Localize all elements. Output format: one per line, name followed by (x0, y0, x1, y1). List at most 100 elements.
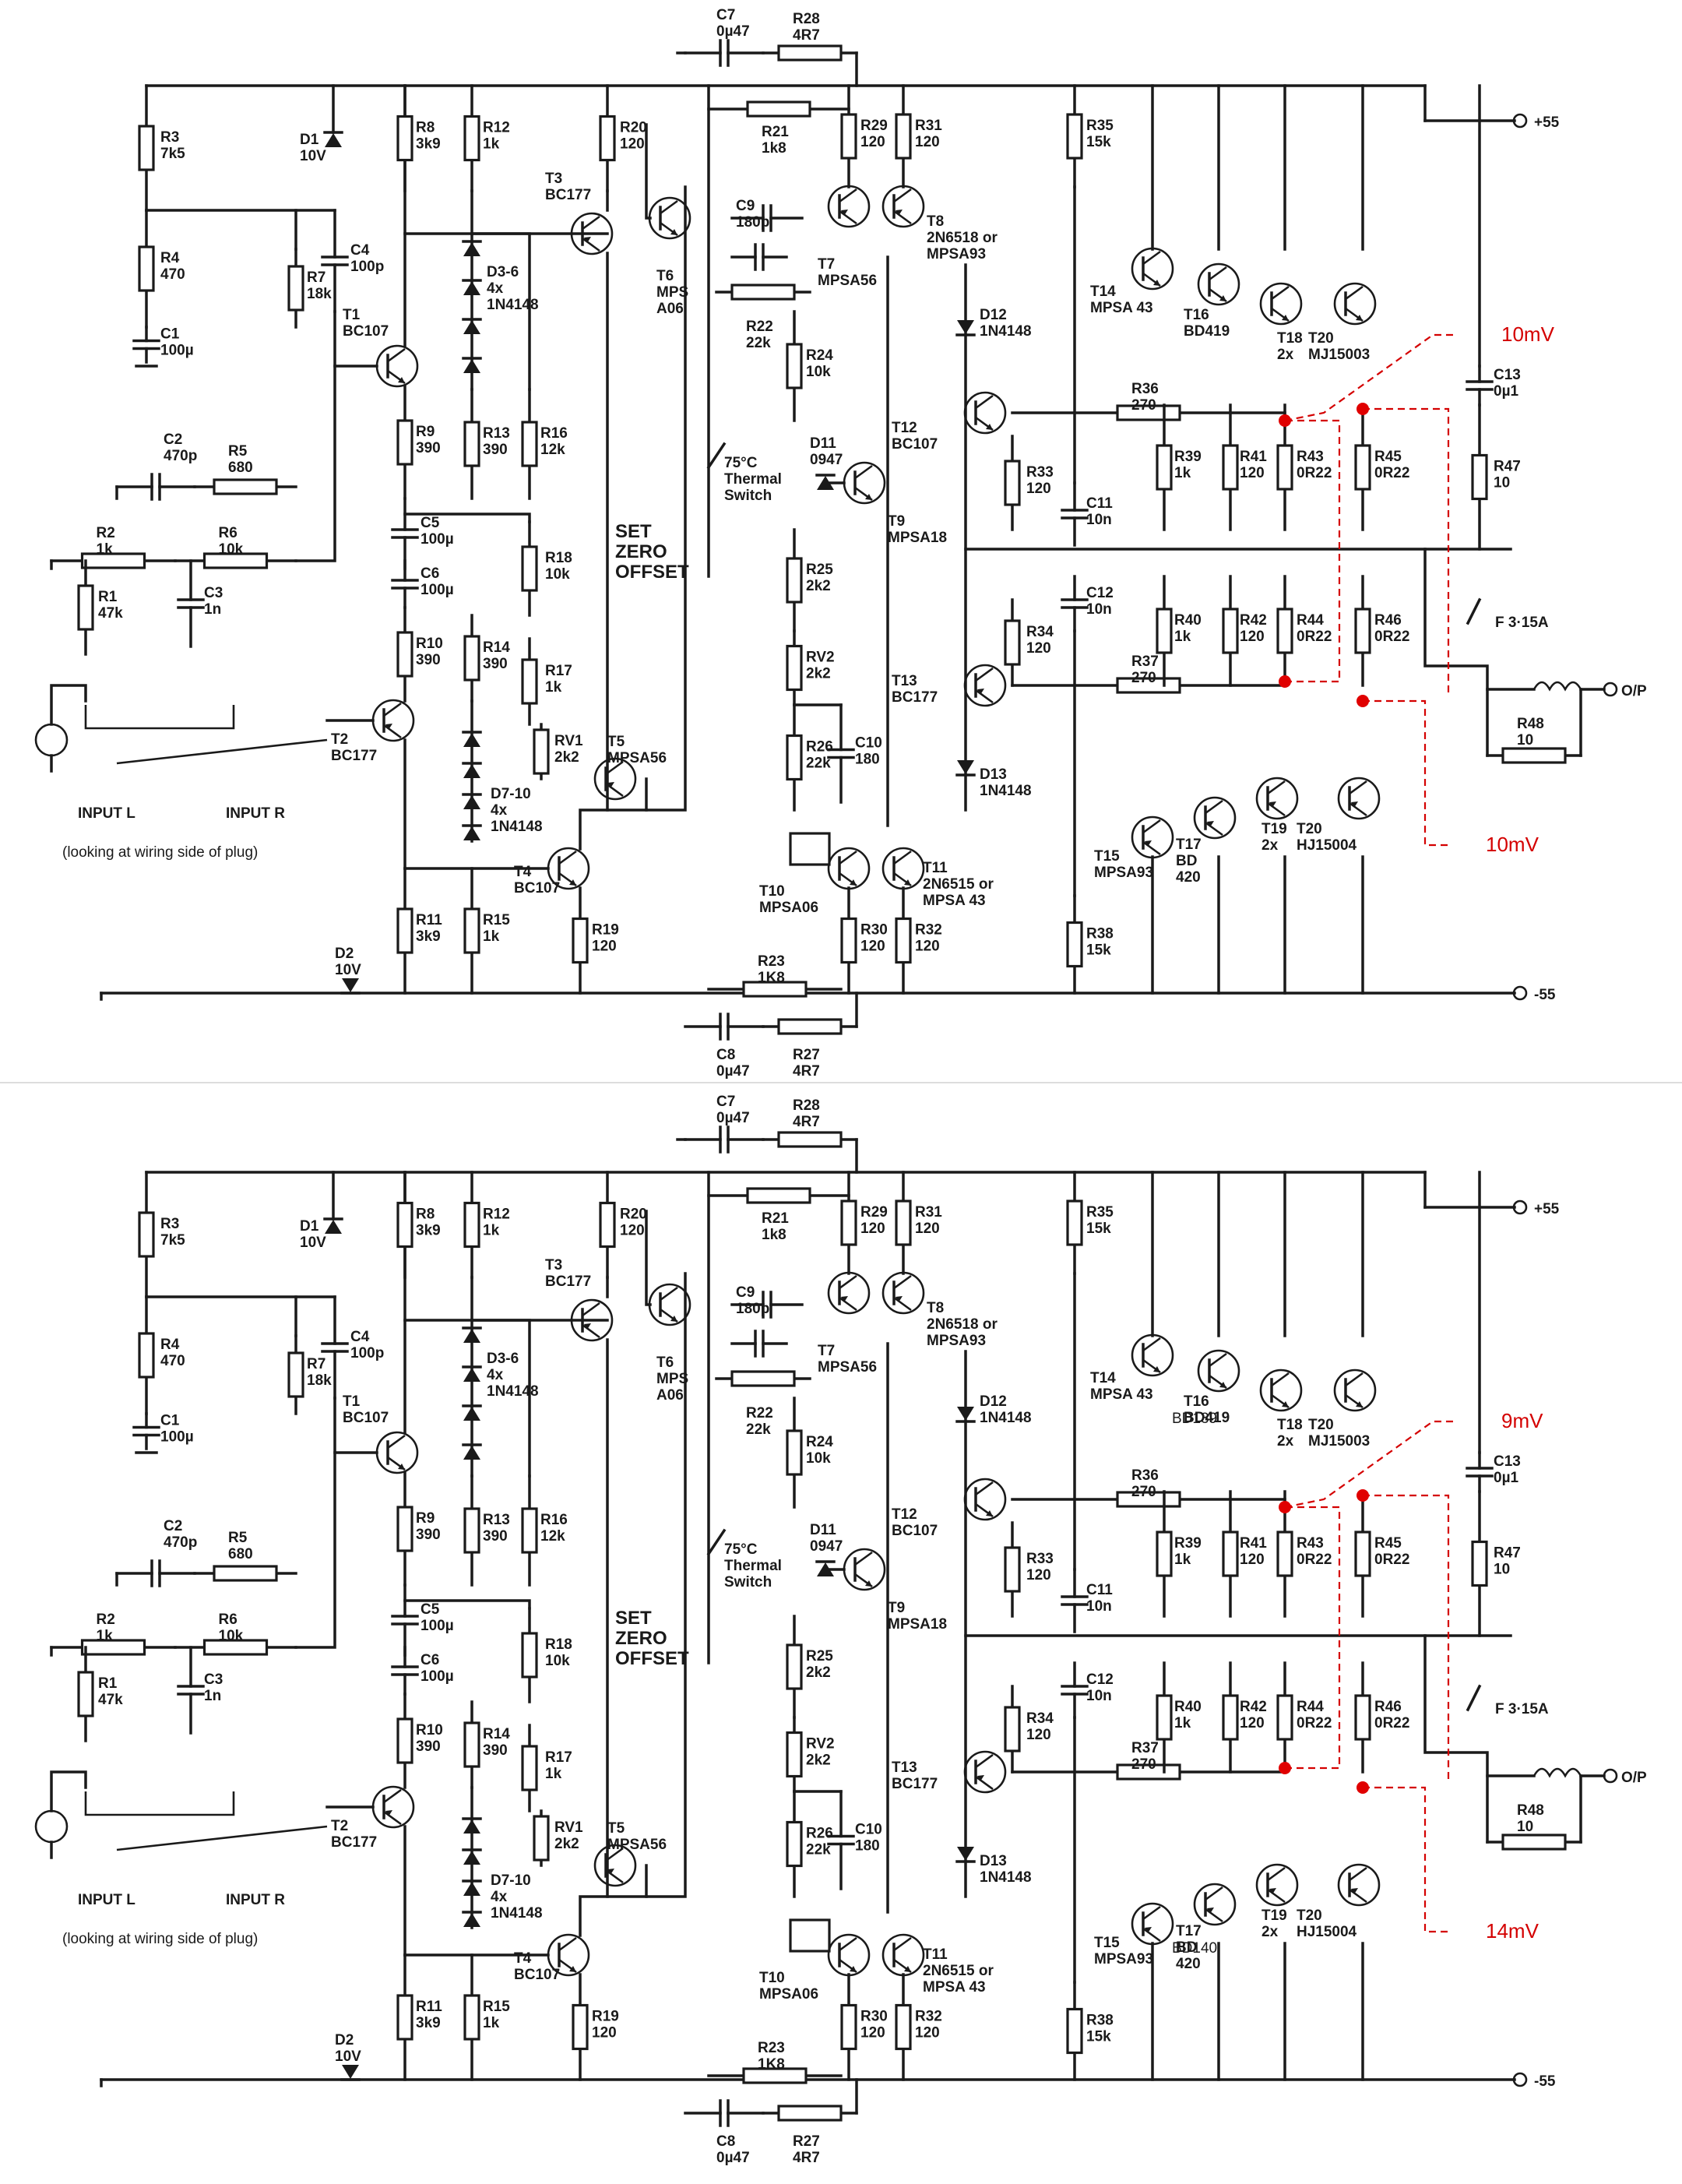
resistor-r7 (287, 265, 304, 312)
resistor-r9 (396, 419, 413, 466)
resistor-r44 (1276, 608, 1293, 654)
resistor-r32 (895, 917, 912, 964)
transistor-t17 (1193, 796, 1237, 840)
input-jack[interactable] (34, 723, 69, 757)
thermal-switch (706, 442, 727, 470)
resistor-r45 (1354, 1531, 1371, 1577)
measurement-top-label: 10mV (1501, 322, 1555, 346)
transistor-t11 (881, 847, 925, 890)
resistor-r33 (1004, 1546, 1021, 1593)
din-plug (84, 1791, 235, 1816)
output-label: O/P (1621, 1770, 1647, 1786)
t16-replacement-note: BD139 (1172, 1411, 1217, 1427)
resistor-rv1 (533, 728, 550, 775)
wiring-note: (looking at wiring side of plug) (62, 844, 258, 861)
resistor-r25 (786, 557, 803, 604)
fuse-label: F 3·15A (1495, 1701, 1549, 1717)
transistor-t9 (843, 461, 886, 505)
resistor-r34 (1004, 1706, 1021, 1752)
input-jack[interactable] (34, 1809, 69, 1844)
positive-rail-label: +55 (1534, 1201, 1560, 1217)
resistor-r3 (138, 125, 155, 171)
transistor-t3 (570, 212, 614, 255)
resistor-r8 (396, 1201, 413, 1249)
negative-rail-label: -55 (1534, 987, 1556, 1003)
fuse-f1[interactable] (1466, 1684, 1482, 1712)
fuse-f1[interactable] (1466, 597, 1482, 625)
resistor-rv2 (786, 1731, 803, 1778)
input-left-label: INPUT L (78, 805, 135, 822)
resistor-r42 (1222, 1694, 1239, 1741)
zener-d1 (325, 1220, 342, 1234)
resistor-r25 (786, 1643, 803, 1690)
resistor-r6 (202, 1639, 269, 1656)
transistor-t9 (843, 1548, 886, 1591)
resistor-r46 (1354, 1694, 1371, 1741)
resistor-r13 (463, 1507, 480, 1554)
resistor-r6 (202, 552, 269, 569)
measurement-point-4 (1357, 1781, 1369, 1794)
transistor-t6 (648, 1283, 691, 1326)
resistor-r11 (396, 1994, 413, 2041)
resistor-r4 (138, 1332, 155, 1379)
input-right-label: INPUT R (226, 1892, 285, 1908)
transistor-t12 (963, 391, 1007, 435)
resistor-r26 (786, 734, 803, 781)
resistor-r44 (1276, 1694, 1293, 1741)
thermal-switch (706, 1528, 727, 1556)
